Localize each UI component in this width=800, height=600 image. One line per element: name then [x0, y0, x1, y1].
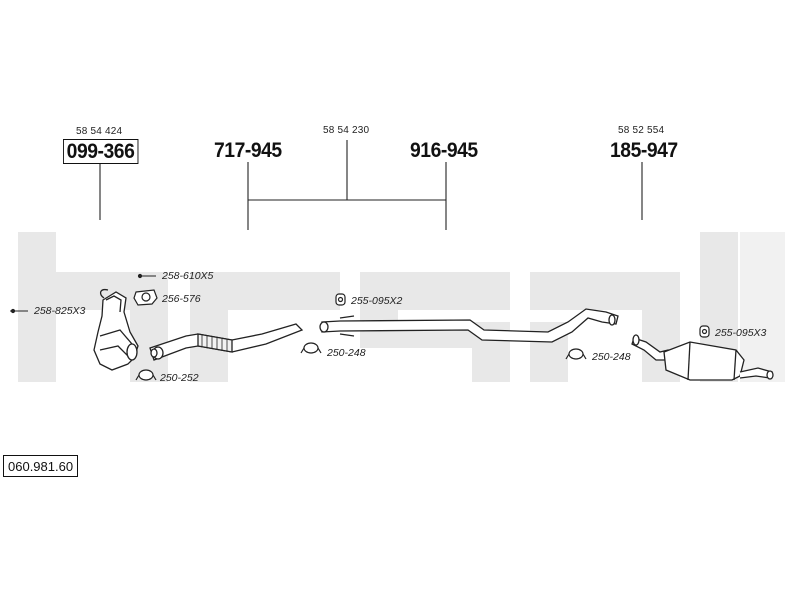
rubber-mount-icon — [335, 293, 710, 338]
oe-number-catalyst: 58 54 424 — [76, 126, 123, 137]
accessory-label[interactable]: 255-095X3 — [715, 327, 767, 339]
accessory-label[interactable]: 250-248 — [327, 347, 366, 359]
part-number-front-pipe[interactable]: 717-945 — [214, 139, 282, 162]
accessory-label[interactable]: 258-825X3 — [34, 305, 86, 317]
gasket-icon — [133, 289, 158, 306]
accessory-label[interactable]: 255-095X2 — [351, 295, 403, 307]
part-number-middle-pipe[interactable]: 916-945 — [410, 139, 478, 162]
leader-lines — [99, 140, 643, 230]
part-number-rear-muffler[interactable]: 185-947 — [610, 139, 678, 162]
accessory-label[interactable]: 250-252 — [160, 372, 199, 384]
part-number-catalyst[interactable]: 099-366 — [63, 139, 139, 164]
middle-pipe-part — [319, 308, 619, 343]
clamp-icon — [135, 342, 587, 381]
accessory-label[interactable]: 250-248 — [592, 351, 631, 363]
rear-muffler-part — [631, 334, 774, 381]
catalog-code: 060.981.60 — [3, 455, 79, 477]
bolt-icon — [10, 273, 156, 314]
oe-number-muffler: 58 52 554 — [618, 125, 665, 136]
accessory-label[interactable]: 256-576 — [162, 293, 201, 305]
front-pipe-part — [149, 323, 304, 361]
oe-number-pipe: 58 54 230 — [323, 125, 370, 136]
accessory-label[interactable]: 258-610X5 — [162, 270, 214, 282]
catalytic-converter-part — [93, 288, 139, 371]
